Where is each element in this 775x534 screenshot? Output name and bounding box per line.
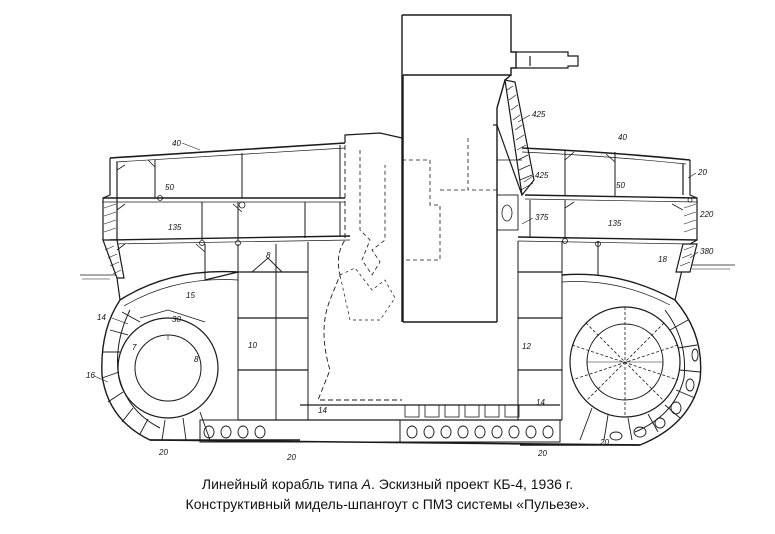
caption-line-1-b: . Эскизный проект КБ-4, 1936 г. [370, 476, 574, 492]
label-40-right: 40 [618, 133, 627, 142]
label-16: 16 [86, 371, 95, 380]
label-15: 15 [186, 291, 195, 300]
label-10: 10 [248, 341, 257, 350]
label-135-right: 135 [608, 219, 622, 228]
label-18: 18 [658, 255, 667, 264]
label-375: 375 [535, 213, 549, 222]
label-8-center: 8 [266, 251, 271, 260]
label-50-right: 50 [616, 181, 625, 190]
label-425-top: 425 [532, 110, 546, 119]
label-40-left: 40 [172, 139, 181, 148]
waterline [80, 264, 735, 280]
label-20-right-bottom-a: 20 [537, 449, 547, 458]
label-20-right-top: 20 [697, 168, 707, 177]
label-30: 30 [172, 315, 181, 324]
label-14-center: 14 [318, 406, 327, 415]
plate-thickness-labels: 40 50 135 15 30 14 7 8 16 20 8 10 14 20 … [86, 110, 714, 462]
left-hull-structure [102, 132, 441, 420]
label-20-bottom: 20 [286, 453, 296, 462]
gun-barrel [516, 51, 579, 69]
double-bottom [149, 404, 641, 446]
label-20-left: 20 [158, 448, 168, 457]
label-leaders [93, 114, 699, 383]
label-50-left: 50 [165, 183, 174, 192]
label-14-right: 14 [536, 398, 545, 407]
caption-line-1: Линейный корабль типа А. Эскизный проект… [0, 476, 775, 492]
conning-tower [401, 14, 517, 323]
sloped-armour-belt [493, 79, 535, 197]
caption-line-1-a: Линейный корабль типа [201, 476, 362, 492]
label-425-mid: 425 [535, 171, 549, 180]
left-pugliese-cylinder [101, 299, 401, 443]
label-220: 220 [699, 210, 714, 219]
label-380: 380 [700, 247, 714, 256]
label-14-left: 14 [97, 313, 106, 322]
right-hull-structure [440, 138, 698, 420]
caption-line-2: Конструктивный мидель-шпангоут с ПМЗ сис… [185, 496, 590, 512]
label-20-right-bottom-b: 20 [599, 438, 609, 447]
label-7: 7 [132, 343, 137, 352]
right-pugliese-cylinder [399, 299, 702, 446]
label-8-left: 8 [194, 355, 199, 364]
label-135-left: 135 [168, 223, 182, 232]
caption-line-1-em: А [361, 476, 371, 492]
label-12: 12 [522, 342, 531, 351]
